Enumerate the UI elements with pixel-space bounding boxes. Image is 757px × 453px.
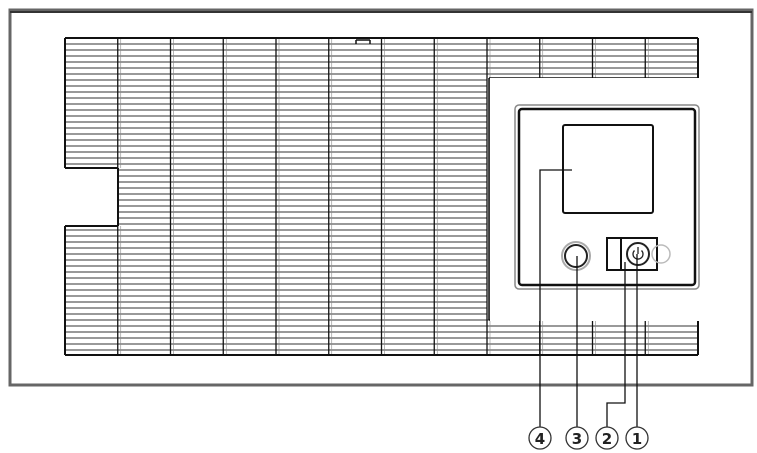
callout-leader-lines xyxy=(539,169,638,427)
callout-number: 3 xyxy=(572,430,582,448)
callout-circle xyxy=(565,426,589,450)
callout-circle xyxy=(528,426,552,450)
control-panel xyxy=(490,78,700,321)
callout-number: 2 xyxy=(602,430,612,448)
callout-4: 4 xyxy=(528,426,552,450)
callout-1: 1 xyxy=(625,426,649,450)
callout-3: 3 xyxy=(565,426,589,450)
round-button[interactable] xyxy=(561,241,591,271)
power-switch[interactable] xyxy=(606,237,671,271)
outer-frame xyxy=(8,8,754,387)
callout-circle xyxy=(595,426,619,450)
switch-cover[interactable] xyxy=(606,237,622,271)
power-icon xyxy=(632,247,644,260)
callout-2: 2 xyxy=(595,426,619,450)
lcd-display xyxy=(562,124,654,214)
callout-number: 4 xyxy=(535,430,545,448)
callout-number: 1 xyxy=(632,430,642,448)
vent-grille xyxy=(64,37,699,356)
callout-circle xyxy=(625,426,649,450)
